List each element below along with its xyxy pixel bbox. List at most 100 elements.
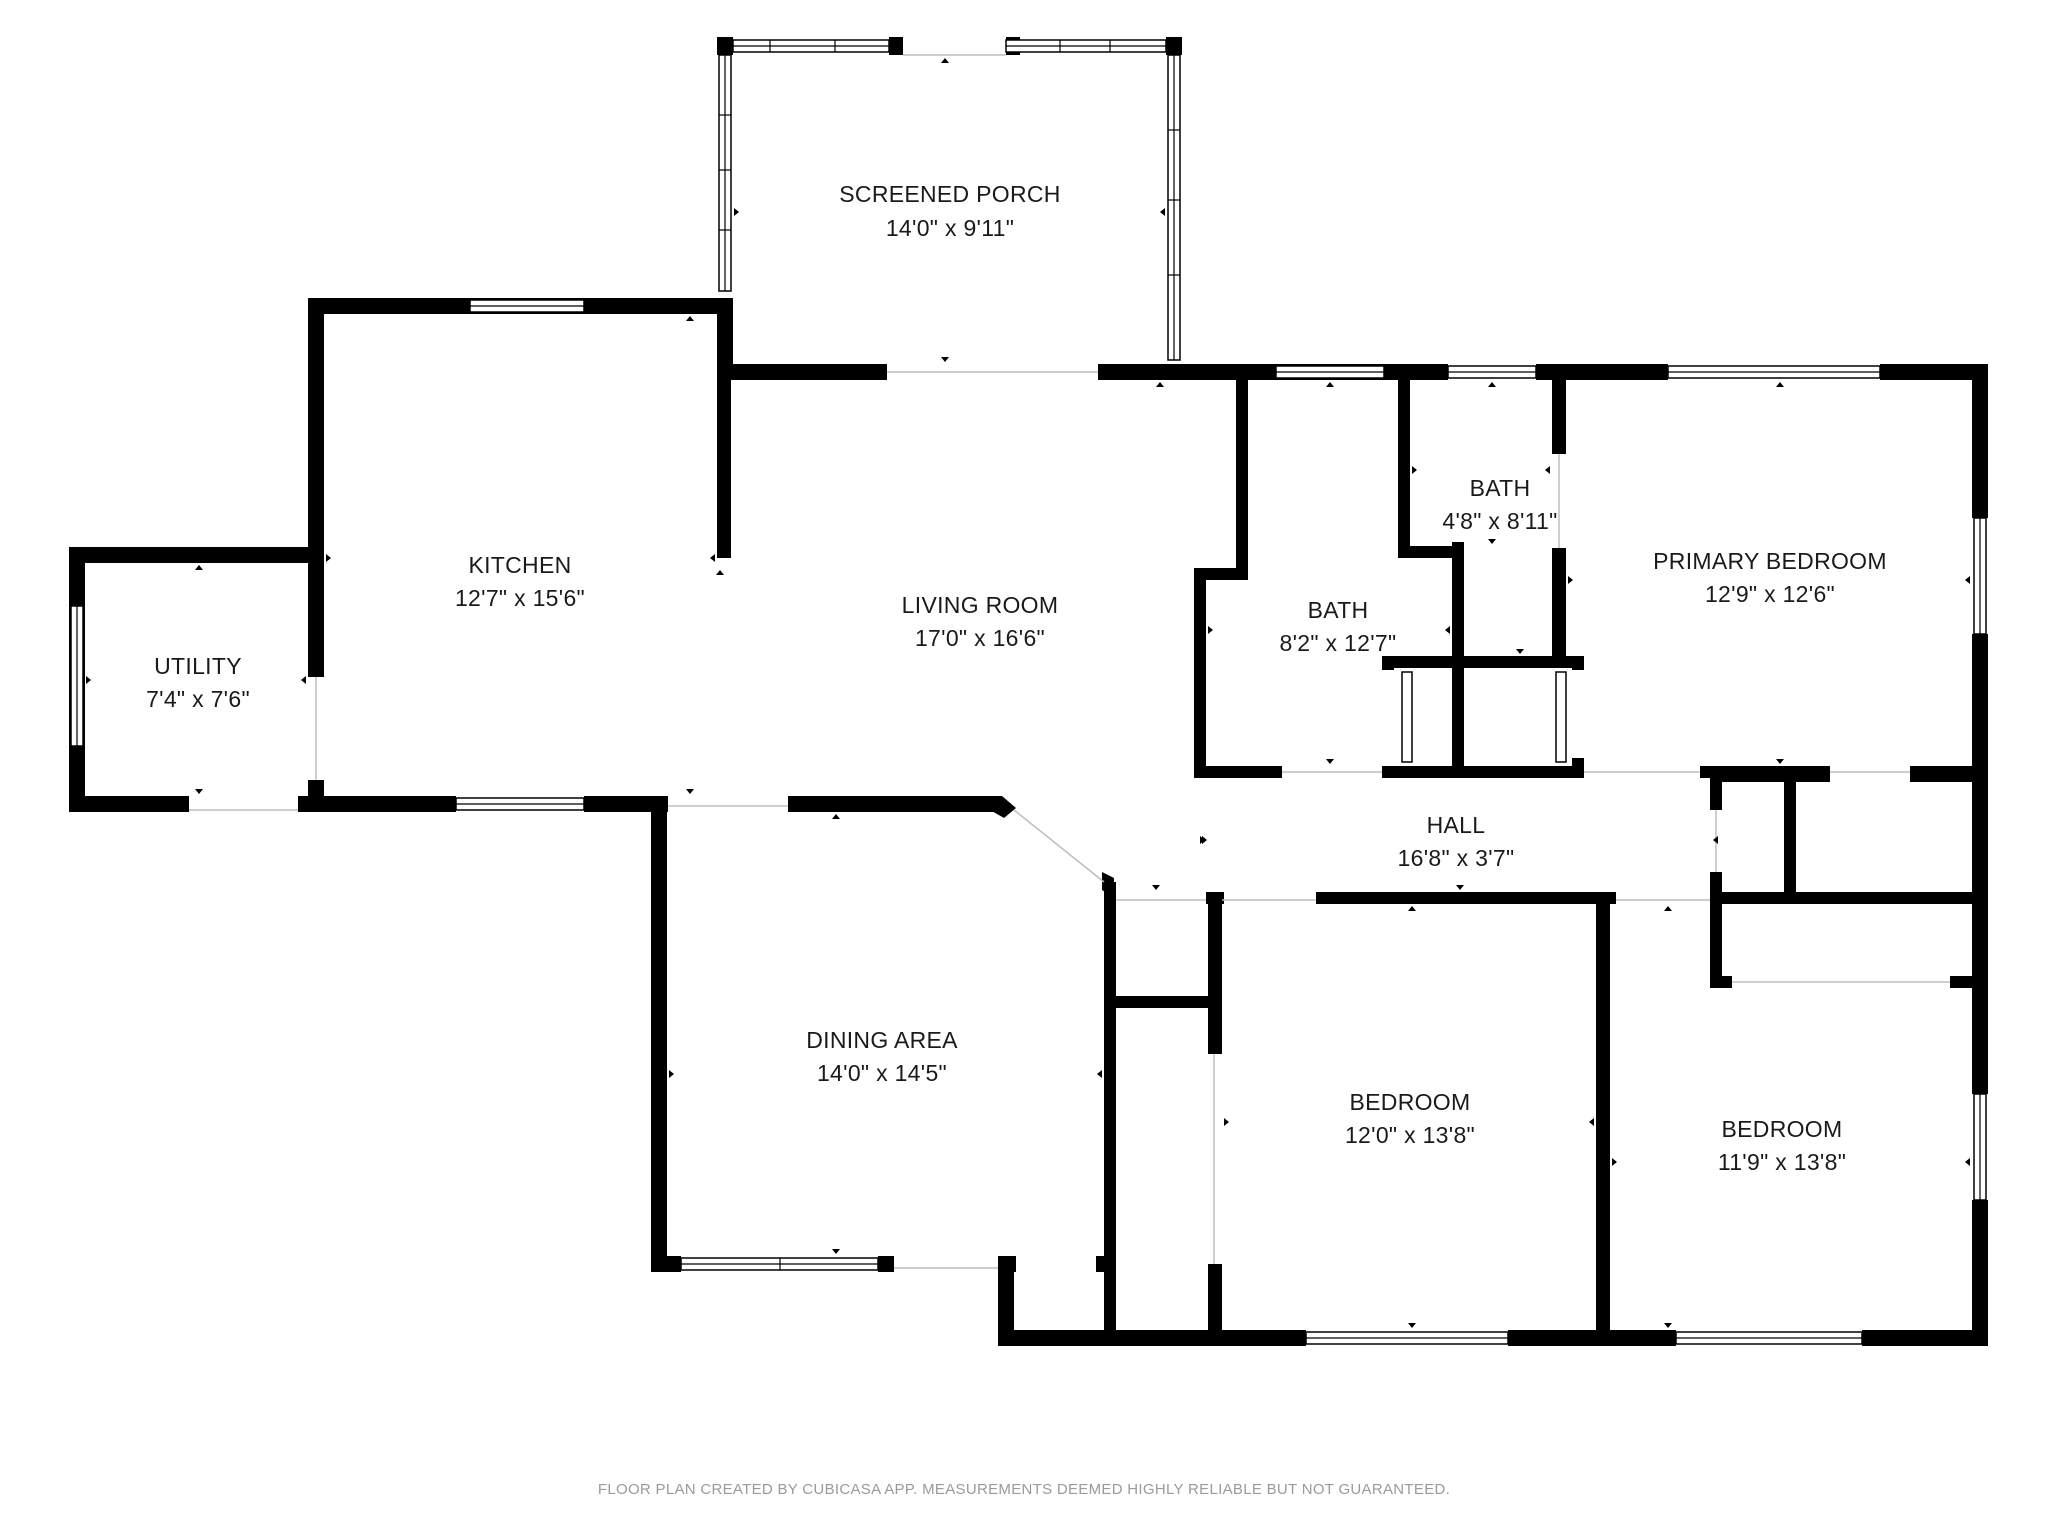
tick xyxy=(1516,649,1524,654)
wall xyxy=(1382,656,1394,670)
tick xyxy=(832,1249,840,1254)
wall xyxy=(1972,634,1988,1094)
tick xyxy=(1713,836,1718,844)
room-primary-bedroom: PRIMARY BEDROOM 12'9" x 12'6" xyxy=(1653,548,1886,607)
wall xyxy=(1194,568,1248,580)
wall xyxy=(1452,542,1464,778)
wall xyxy=(651,1256,681,1272)
tick xyxy=(1156,382,1164,387)
wall xyxy=(990,796,1016,818)
tick xyxy=(86,676,91,684)
wall xyxy=(998,1256,1016,1272)
room-bath-large: BATH 8'2" x 12'7" xyxy=(1280,597,1397,656)
tick xyxy=(941,58,949,63)
wall xyxy=(1194,766,1282,778)
room-dimensions: 17'0" x 16'6" xyxy=(915,625,1045,651)
tick xyxy=(1965,1158,1970,1166)
wall xyxy=(1508,1330,1676,1346)
room-name: DINING AREA xyxy=(806,1027,958,1053)
tick xyxy=(1545,466,1550,474)
footer-disclaimer: FLOOR PLAN CREATED BY CUBICASA APP. MEAS… xyxy=(598,1481,1450,1498)
tick xyxy=(1208,626,1213,634)
room-name: BATH xyxy=(1470,475,1531,501)
room-dining-area: DINING AREA 14'0" x 14'5" xyxy=(806,1027,958,1086)
tick xyxy=(1664,906,1672,911)
room-dimensions: 12'7" x 15'6" xyxy=(455,585,585,611)
tick xyxy=(195,565,203,570)
wall xyxy=(308,547,324,677)
wall xyxy=(1862,1330,1988,1346)
wall xyxy=(1710,872,1722,904)
room-dimensions: 11'9" x 13'8" xyxy=(1718,1149,1846,1175)
wall xyxy=(1552,548,1566,668)
tick xyxy=(669,1070,674,1078)
wall xyxy=(1104,882,1116,1346)
tick xyxy=(734,208,739,216)
tick xyxy=(1456,885,1464,890)
window xyxy=(1401,671,1413,763)
room-bedroom-3: BEDROOM 11'9" x 13'8" xyxy=(1718,1116,1846,1175)
wall xyxy=(788,796,1002,812)
wall xyxy=(1236,364,1248,580)
wall xyxy=(1382,766,1584,778)
walls xyxy=(69,37,1988,1346)
tick xyxy=(1776,382,1784,387)
wall xyxy=(1972,1200,1988,1346)
tick xyxy=(832,814,840,819)
wall xyxy=(1552,364,1566,454)
wall xyxy=(1784,770,1796,892)
tick xyxy=(1488,539,1496,544)
tick xyxy=(1202,836,1207,844)
tick xyxy=(1152,885,1160,890)
wall xyxy=(1382,656,1584,668)
wall xyxy=(69,547,324,563)
tick xyxy=(1412,466,1417,474)
tick xyxy=(1612,1158,1617,1166)
room-dimensions: 16'8" x 3'7" xyxy=(1398,845,1515,871)
tick xyxy=(1488,382,1496,387)
wall xyxy=(717,364,887,380)
wall xyxy=(1398,546,1464,558)
tick xyxy=(1664,1323,1672,1328)
wall xyxy=(998,1256,1014,1346)
wall xyxy=(1104,1330,1304,1346)
room-bedroom-2: BEDROOM 12'0" x 13'8" xyxy=(1345,1089,1475,1148)
wall xyxy=(1572,758,1584,778)
tick xyxy=(941,357,949,362)
wall xyxy=(889,37,903,55)
tick xyxy=(710,554,715,562)
wall xyxy=(1710,976,1732,988)
tick xyxy=(1326,759,1334,764)
tick xyxy=(195,789,203,794)
room-dimensions: 8'2" x 12'7" xyxy=(1280,630,1397,656)
tick xyxy=(1776,759,1784,764)
tick xyxy=(1589,1118,1594,1126)
room-labels: SCREENED PORCH 14'0" x 9'11" KITCHEN 12'… xyxy=(146,181,1886,1175)
tick xyxy=(716,570,724,575)
tick xyxy=(1568,576,1573,584)
wall xyxy=(1194,568,1206,778)
tick xyxy=(1408,906,1416,911)
room-name: HALL xyxy=(1427,812,1486,838)
room-dimensions: 14'0" x 14'5" xyxy=(817,1060,947,1086)
room-hall: HALL 16'8" x 3'7" xyxy=(1398,812,1515,871)
wall xyxy=(308,298,324,558)
tick xyxy=(301,676,306,684)
wall xyxy=(1950,976,1988,988)
wall xyxy=(1166,37,1182,55)
room-name: KITCHEN xyxy=(468,552,571,578)
tick xyxy=(686,789,694,794)
wall xyxy=(69,796,189,812)
dimension-ticks xyxy=(86,58,1970,1328)
wall xyxy=(1572,656,1584,670)
opening xyxy=(1013,809,1105,883)
wall xyxy=(1104,996,1220,1008)
wall xyxy=(717,378,731,558)
room-name: BEDROOM xyxy=(1350,1089,1471,1115)
tick xyxy=(1965,576,1970,584)
wall xyxy=(1208,892,1222,1054)
wall xyxy=(717,37,733,55)
wall xyxy=(1098,364,1276,380)
room-dimensions: 12'9" x 12'6" xyxy=(1705,581,1835,607)
